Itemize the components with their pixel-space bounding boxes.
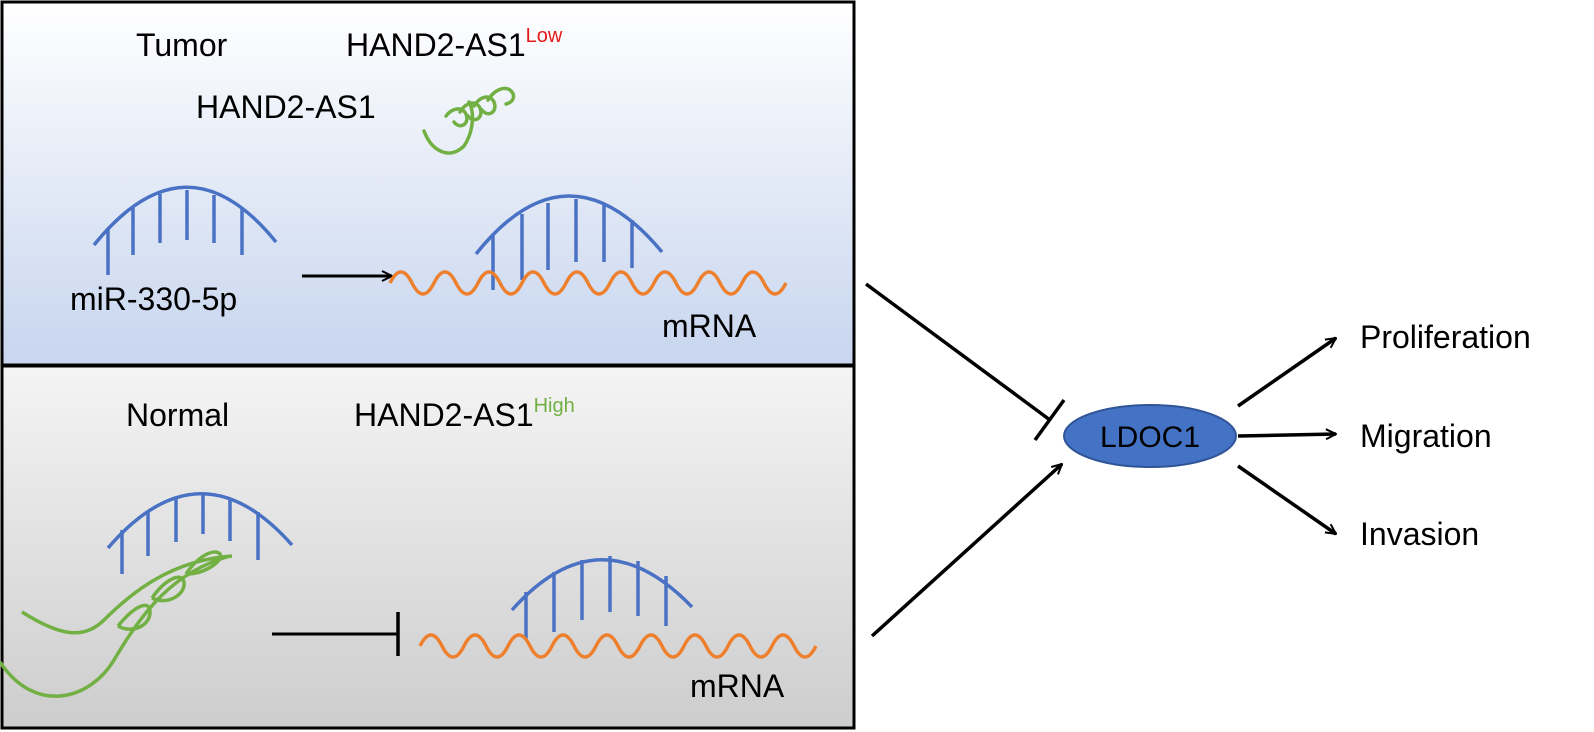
- tumor-inhibits-ldoc1-line: [864, 282, 1052, 422]
- mrna-label-normal: mRNA: [690, 668, 785, 704]
- lncrna-duplex: [0, 550, 233, 698]
- tumor-hand2-as1-level-label: HAND2-AS1Low: [346, 25, 563, 63]
- tumor-label: Tumor: [136, 27, 228, 63]
- normal-hand2-as1-name: HAND2-AS1: [354, 397, 534, 433]
- arrow-to-proliferation: [1237, 336, 1336, 408]
- free-hand2-as1-label: HAND2-AS1: [196, 89, 376, 125]
- arrow-to-invasion: [1237, 464, 1336, 536]
- proliferation-label: Proliferation: [1360, 319, 1531, 355]
- mrna-wave-tumor: [388, 270, 788, 296]
- mirna-label: miR-330-5p: [70, 281, 237, 317]
- normal-promotes-ldoc1-arrow: [870, 464, 1062, 638]
- tumor-hand2-as1-name: HAND2-AS1: [346, 27, 526, 63]
- mrna-wave-normal: [418, 633, 818, 659]
- ldoc1-ellipse: [1063, 404, 1237, 468]
- mirna-free: [92, 185, 278, 275]
- mrna-label-tumor: mRNA: [662, 308, 757, 344]
- arrow-to-migration: [1237, 434, 1336, 436]
- tumor-inhibits-ldoc1-bar: [1033, 398, 1066, 442]
- ldoc1-node: LDOC1: [1063, 404, 1237, 468]
- invasion-label: Invasion: [1360, 516, 1479, 552]
- mirna-bound-normal: [510, 556, 694, 640]
- free-lncrna-coil: [422, 86, 516, 155]
- normal-panel: Normal HAND2-AS1High: [0, 364, 856, 730]
- tumor-panel-background: [0, 0, 856, 367]
- low-level-superscript: Low: [526, 25, 563, 47]
- normal-label: Normal: [126, 397, 229, 433]
- tumor-panel: Tumor HAND2-AS1Low HAND2-AS1 miR-330-5p: [0, 0, 856, 367]
- migration-label: Migration: [1360, 418, 1492, 454]
- normal-panel-background: [0, 364, 856, 730]
- high-level-superscript: High: [534, 395, 575, 417]
- normal-hand2-as1-level-label: HAND2-AS1High: [354, 395, 575, 433]
- mirna-bound-lncrna: [106, 492, 294, 574]
- ldoc1-label: LDOC1: [1100, 421, 1200, 454]
- mirna-bound-tumor: [474, 194, 664, 290]
